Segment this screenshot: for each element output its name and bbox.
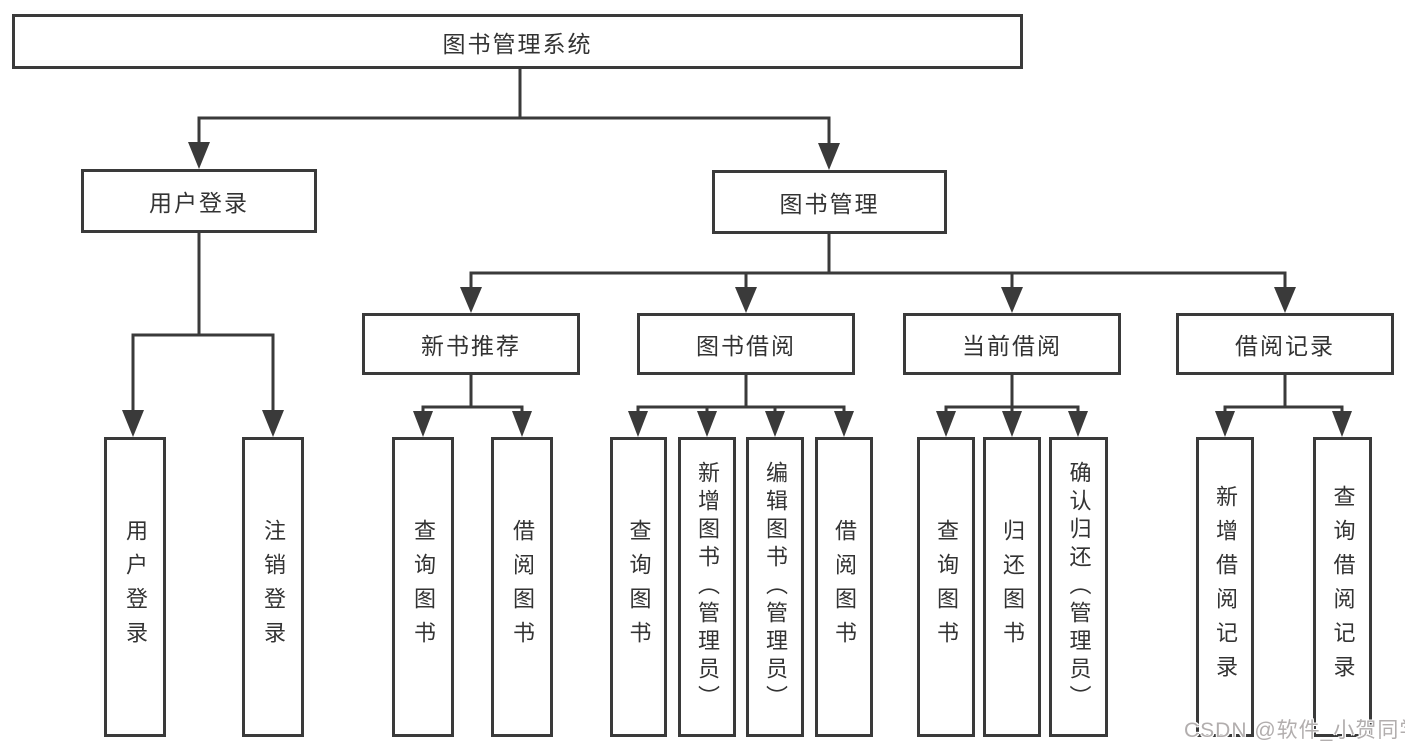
leaf-query-books-recommend: 查询图书 <box>392 437 454 737</box>
leaf-edit-book-admin-label: 编辑图书（管理员） <box>763 461 788 713</box>
node-new-book-recommend-label: 新书推荐 <box>421 333 521 359</box>
leaf-query-borrow-record-label: 查询借阅记录 <box>1330 485 1356 689</box>
node-current-borrowing: 当前借阅 <box>903 313 1121 375</box>
node-root: 图书管理系统 <box>12 14 1023 69</box>
leaf-user-login: 用户登录 <box>104 437 166 737</box>
node-book-management-label: 图书管理 <box>779 191 880 217</box>
node-new-book-recommend: 新书推荐 <box>362 313 580 375</box>
leaf-borrow-books-borrowing: 借阅图书 <box>815 437 873 737</box>
leaf-borrow-books-recommend-label: 借阅图书 <box>510 519 535 655</box>
csdn-watermark: CSDN @软件_小贺同学 <box>1184 719 1405 742</box>
node-current-borrowing-label: 当前借阅 <box>962 333 1062 359</box>
node-root-label: 图书管理系统 <box>442 30 593 57</box>
leaf-edit-book-admin: 编辑图书（管理员） <box>746 437 804 737</box>
leaf-query-books-recommend-label: 查询图书 <box>411 519 436 655</box>
leaf-user-login-label: 用户登录 <box>123 519 148 655</box>
leaf-query-borrow-record: 查询借阅记录 <box>1313 437 1372 737</box>
leaf-logout: 注销登录 <box>242 437 304 737</box>
leaf-confirm-return-admin-label: 确认归还（管理员） <box>1066 461 1092 713</box>
leaf-query-books-current-label: 查询图书 <box>934 519 959 655</box>
leaf-borrow-books-borrowing-label: 借阅图书 <box>832 519 857 655</box>
leaf-add-borrow-record: 新增借阅记录 <box>1196 437 1254 737</box>
node-book-management: 图书管理 <box>712 170 947 234</box>
leaf-confirm-return-admin: 确认归还（管理员） <box>1049 437 1108 737</box>
node-borrow-records: 借阅记录 <box>1176 313 1394 375</box>
leaf-logout-label: 注销登录 <box>261 519 286 655</box>
leaf-add-book-admin: 新增图书（管理员） <box>678 437 736 737</box>
leaf-borrow-books-recommend: 借阅图书 <box>491 437 553 737</box>
leaf-add-borrow-record-label: 新增借阅记录 <box>1213 485 1238 689</box>
leaf-return-books-label: 归还图书 <box>1000 519 1025 655</box>
leaf-add-book-admin-label: 新增图书（管理员） <box>695 461 720 713</box>
node-user-login-label: 用户登录 <box>149 190 249 216</box>
leaf-query-books-current: 查询图书 <box>917 437 975 737</box>
node-book-borrowing-label: 图书借阅 <box>696 333 796 359</box>
leaf-query-books-borrowing-label: 查询图书 <box>626 519 652 655</box>
node-book-borrowing: 图书借阅 <box>637 313 855 375</box>
leaf-return-books: 归还图书 <box>983 437 1041 737</box>
leaf-query-books-borrowing: 查询图书 <box>610 437 667 737</box>
node-user-login: 用户登录 <box>81 169 317 233</box>
node-borrow-records-label: 借阅记录 <box>1235 333 1335 359</box>
